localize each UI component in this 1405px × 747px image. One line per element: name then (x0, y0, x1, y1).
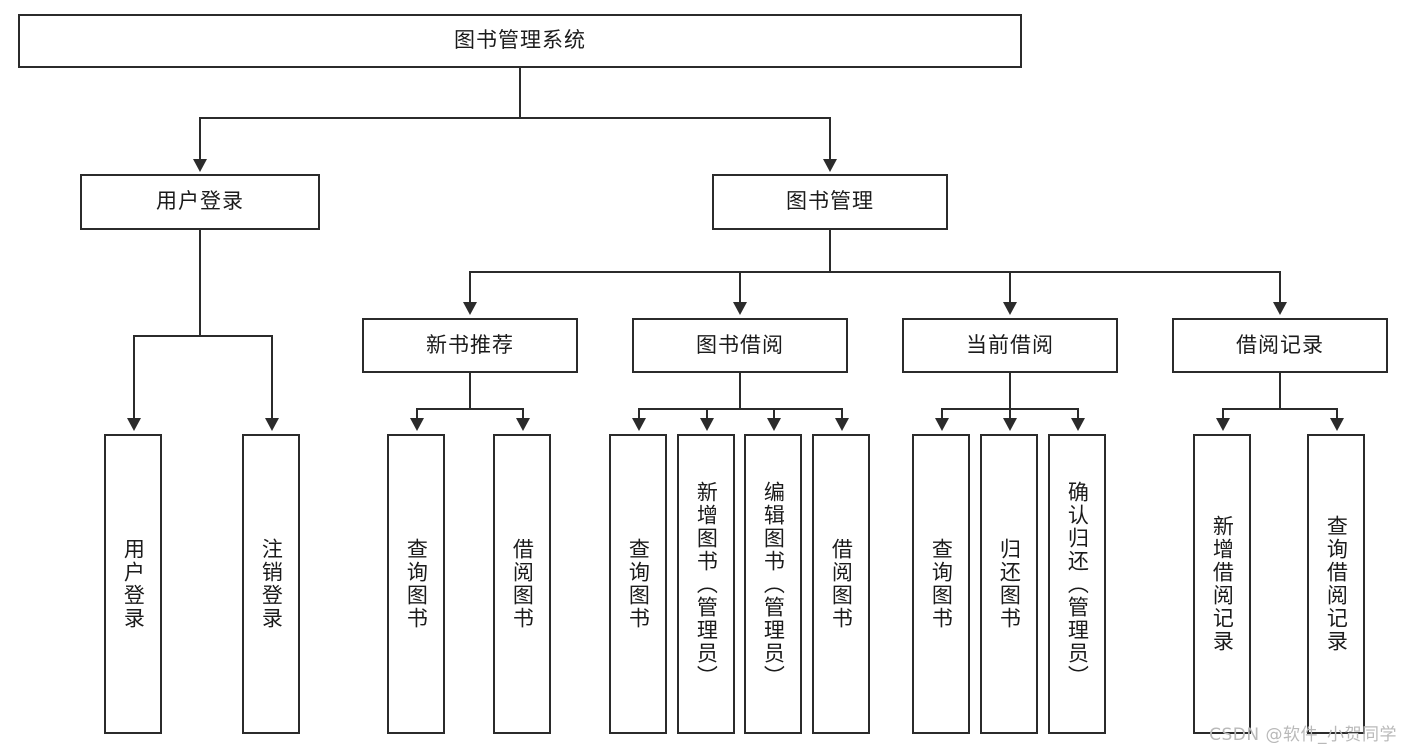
leaf-borrow-book[interactable]: 借阅图书 (812, 434, 870, 734)
leaf-label: 归还图书 (997, 538, 1022, 630)
leaf-label: 查询图书 (404, 538, 429, 630)
leaf-label: 编辑图书（管理员） (761, 480, 786, 688)
node-new-book-recommend[interactable]: 新书推荐 (362, 318, 578, 373)
node-borrow-record[interactable]: 借阅记录 (1172, 318, 1388, 373)
connector-br-drop-2 (1336, 408, 1338, 420)
arrow-to-leaf-logout (265, 418, 279, 431)
connector-user-login-bar (133, 335, 271, 337)
connector-nbr-stem (469, 373, 471, 408)
leaf-label: 查询图书 (929, 538, 954, 630)
connector-bb-stem (739, 373, 741, 408)
arrow-to-leaf-return-book (1003, 418, 1017, 431)
leaf-add-book-admin[interactable]: 新增图书（管理员） (677, 434, 735, 734)
connector-root-stem (519, 68, 521, 117)
leaf-label: 确认归还（管理员） (1065, 480, 1090, 688)
leaf-logout[interactable]: 注销登录 (242, 434, 300, 734)
connector-cb-drop-2 (1009, 408, 1011, 420)
arrow-to-leaf-query-book-1 (410, 418, 424, 431)
connector-bm-drop-4 (1279, 271, 1281, 304)
arrow-to-leaf-query-book-3 (935, 418, 949, 431)
connector-bb-drop-1 (638, 408, 640, 420)
node-user-login[interactable]: 用户登录 (80, 174, 320, 230)
arrow-to-book-management (823, 159, 837, 172)
leaf-borrow-book-recommend[interactable]: 借阅图书 (493, 434, 551, 734)
node-book-borrow[interactable]: 图书借阅 (632, 318, 848, 373)
leaf-label: 借阅图书 (510, 538, 535, 630)
arrow-to-leaf-query-record (1330, 418, 1344, 431)
connector-nbr-drop-2 (522, 408, 524, 420)
connector-level2-drop-right (829, 117, 831, 161)
leaf-label: 借阅图书 (829, 538, 854, 630)
leaf-label: 查询图书 (626, 538, 651, 630)
connector-cb-drop-3 (1077, 408, 1079, 420)
arrow-to-user-login (193, 159, 207, 172)
connector-bm-drop-1 (469, 271, 471, 304)
connector-level2-bar (199, 117, 831, 119)
leaf-label: 注销登录 (259, 538, 284, 630)
connector-cb-drop-1 (941, 408, 943, 420)
connector-level2-drop-left (199, 117, 201, 161)
node-book-management[interactable]: 图书管理 (712, 174, 948, 230)
arrow-to-leaf-borrow-book-2 (835, 418, 849, 431)
leaf-add-borrow-record[interactable]: 新增借阅记录 (1193, 434, 1251, 734)
leaf-label: 新增图书（管理员） (694, 480, 719, 688)
connector-bm-drop-3 (1009, 271, 1011, 304)
connector-user-login-drop-1 (133, 335, 135, 420)
leaf-label: 用户登录 (121, 538, 146, 630)
connector-bb-drop-2 (706, 408, 708, 420)
leaf-return-book[interactable]: 归还图书 (980, 434, 1038, 734)
connector-nbr-bar (416, 408, 523, 410)
connector-nbr-drop-1 (416, 408, 418, 420)
leaf-query-book-borrow[interactable]: 查询图书 (609, 434, 667, 734)
arrow-to-leaf-edit-book (767, 418, 781, 431)
connector-cb-stem (1009, 373, 1011, 408)
arrow-to-leaf-user-login (127, 418, 141, 431)
connector-bb-bar (638, 408, 842, 410)
leaf-label: 查询借阅记录 (1324, 515, 1349, 653)
arrow-to-leaf-add-record (1216, 418, 1230, 431)
leaf-user-login[interactable]: 用户登录 (104, 434, 162, 734)
connector-br-drop-1 (1222, 408, 1224, 420)
connector-bm-drop-2 (739, 271, 741, 304)
connector-bb-drop-4 (841, 408, 843, 420)
connector-user-login-drop-2 (271, 335, 273, 420)
arrow-to-leaf-confirm-return (1071, 418, 1085, 431)
connector-user-login-stem (199, 230, 201, 335)
leaf-query-book-recommend[interactable]: 查询图书 (387, 434, 445, 734)
leaf-query-book-current[interactable]: 查询图书 (912, 434, 970, 734)
connector-br-stem (1279, 373, 1281, 408)
connector-book-management-bar (469, 271, 1279, 273)
connector-book-management-stem (829, 230, 831, 271)
arrow-to-new-book-recommend (463, 302, 477, 315)
leaf-label: 新增借阅记录 (1210, 515, 1235, 653)
node-root-book-management-system[interactable]: 图书管理系统 (18, 14, 1022, 68)
connector-bb-drop-3 (773, 408, 775, 420)
arrow-to-leaf-query-book-2 (632, 418, 646, 431)
arrow-to-leaf-add-book (700, 418, 714, 431)
arrow-to-leaf-borrow-book-1 (516, 418, 530, 431)
leaf-edit-book-admin[interactable]: 编辑图书（管理员） (744, 434, 802, 734)
connector-br-bar (1222, 408, 1337, 410)
arrow-to-book-borrow (733, 302, 747, 315)
leaf-query-borrow-record[interactable]: 查询借阅记录 (1307, 434, 1365, 734)
arrow-to-current-borrow (1003, 302, 1017, 315)
arrow-to-borrow-record (1273, 302, 1287, 315)
leaf-confirm-return-admin[interactable]: 确认归还（管理员） (1048, 434, 1106, 734)
node-current-borrow[interactable]: 当前借阅 (902, 318, 1118, 373)
